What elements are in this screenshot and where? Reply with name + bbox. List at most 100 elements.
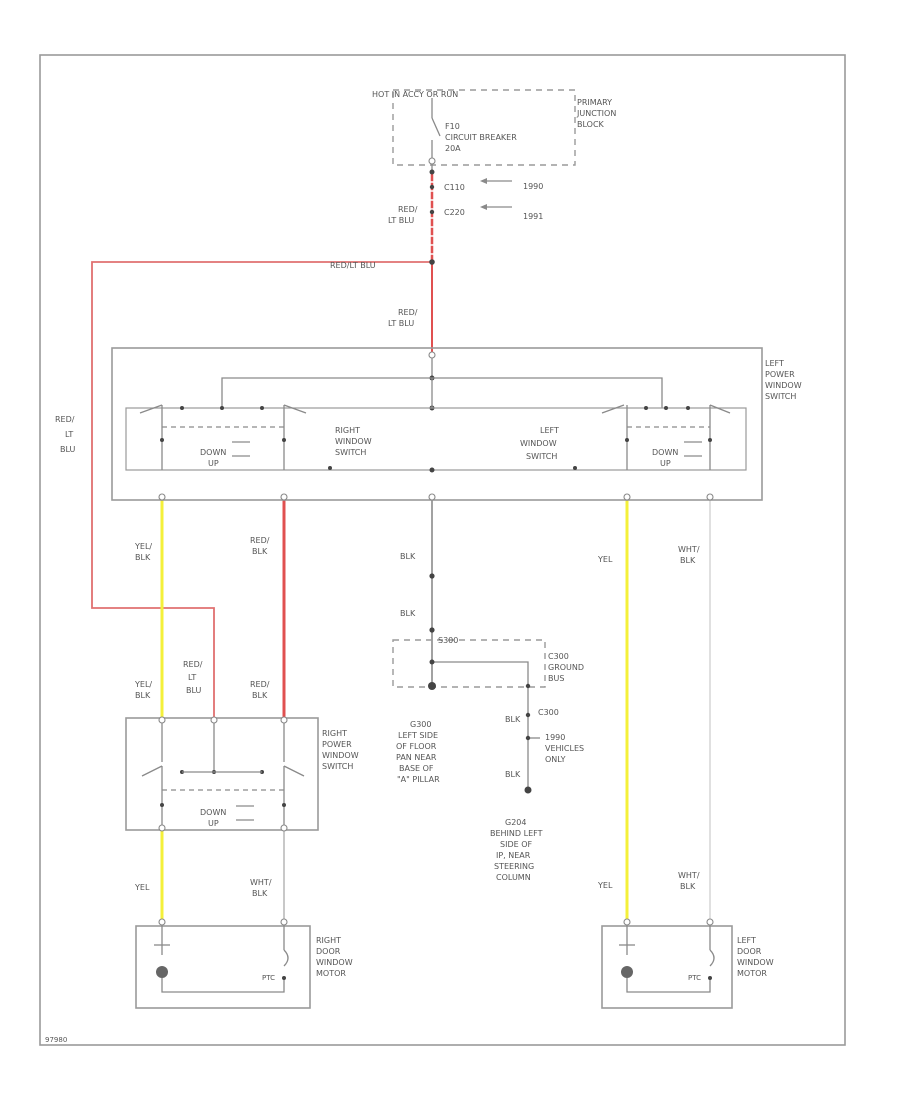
red-blk-lower-1: RED/ — [250, 680, 270, 689]
g300-loc-3: OF FLOOR — [396, 742, 437, 751]
yel-blk-upper-2: BLK — [135, 553, 151, 562]
red-blk-upper-2: BLK — [252, 547, 268, 556]
c110-label: C110 — [444, 183, 465, 192]
wht-blk-right-motor-2: BLK — [252, 889, 268, 898]
red-lt-blu-lower-2: LT — [188, 673, 196, 682]
figure-id: 97980 — [45, 1036, 67, 1044]
rws-down-label: DOWN — [200, 448, 226, 457]
g300-loc-2: LEFT SIDE — [398, 731, 438, 740]
year-1990-label: 1990 — [523, 182, 543, 191]
yel-to-left-motor: YEL — [597, 881, 613, 890]
c220-label: C220 — [444, 208, 465, 217]
right-door-window-motor — [135, 918, 311, 1009]
red-blk-upper-1: RED/ — [250, 536, 270, 545]
wire-ground-branch — [432, 661, 529, 790]
lws-up-label: UP — [660, 459, 671, 468]
wire-color-left-1: RED/ — [55, 415, 75, 424]
rdwm-label-2: DOOR — [316, 947, 341, 956]
wire-red-lt-blu-branch — [91, 261, 433, 719]
breaker-label-3: 20A — [445, 144, 461, 153]
s300-label: S300 — [438, 636, 458, 645]
ground-bus — [392, 639, 546, 794]
year-1991-label: 1991 — [523, 212, 543, 221]
g300-loc-4: PAN NEAR — [396, 753, 437, 762]
rdwm-label-1: RIGHT — [316, 936, 341, 945]
red-blk-lower-2: BLK — [252, 691, 268, 700]
wht-blk-left-motor-2: BLK — [680, 882, 696, 891]
rws-up-label: UP — [208, 459, 219, 468]
g204-loc-2: BEHIND LEFT — [490, 829, 543, 838]
rpws-label-4: SWITCH — [322, 762, 353, 771]
wires — [91, 173, 711, 922]
master-switch-outline — [111, 347, 763, 501]
ground-bus-label-2: GROUND — [548, 663, 584, 672]
g300-loc-1: G300 — [410, 720, 431, 729]
ldwm-label-1: LEFT — [737, 936, 756, 945]
wht-blk-upper-2: BLK — [680, 556, 696, 565]
lpws-label-4: SWITCH — [765, 392, 796, 401]
vehicles-1990-3: ONLY — [545, 755, 566, 764]
wire-color-mid-1: RED/ — [398, 308, 418, 317]
g300-loc-6: "A" PILLAR — [397, 775, 440, 784]
rdwm-label-3: WINDOW — [316, 958, 353, 967]
right-power-window-switch — [125, 716, 319, 832]
year-arrow-1991 — [480, 204, 512, 210]
lws-label-1: LEFT — [540, 426, 559, 435]
right-motor-ptc: PTC — [262, 974, 275, 982]
wht-blk-upper-1: WHT/ — [678, 545, 700, 554]
primary-junction-block — [392, 89, 576, 175]
window-switch-inner — [125, 407, 747, 471]
lws-label-2: WINDOW — [520, 439, 557, 448]
rws-label-2: WINDOW — [335, 437, 372, 446]
lpws-label-1: LEFT — [765, 359, 784, 368]
g204-loc-5: STEERING — [494, 862, 534, 871]
breaker-label-1: F10 — [445, 122, 460, 131]
ldwm-label-3: WINDOW — [737, 958, 774, 967]
pjb-label-2: JUNCTION — [576, 109, 616, 118]
right-motor-outline — [135, 925, 311, 1009]
wire-color-left-2: LT — [65, 430, 73, 439]
wire-color-horizontal: RED/LT BLU — [330, 261, 376, 270]
rpws-label-3: WINDOW — [322, 751, 359, 760]
right-motor-symbol — [156, 966, 168, 978]
blk-label-2: BLK — [400, 609, 416, 618]
rws-label-3: SWITCH — [335, 448, 366, 457]
yel-right-upper: YEL — [597, 555, 613, 564]
right-switch-outline — [125, 717, 319, 831]
yel-blk-lower-2: BLK — [135, 691, 151, 700]
yel-to-right-motor: YEL — [134, 883, 150, 892]
red-lt-blu-lower-3: BLU — [186, 686, 202, 695]
left-door-window-motor — [601, 918, 733, 1009]
red-lt-blu-lower-1: RED/ — [183, 660, 203, 669]
hot-bus-label: HOT IN ACCY OR RUN — [372, 90, 458, 99]
rpws-up-label: UP — [208, 819, 219, 828]
g300-loc-5: BASE OF — [399, 764, 434, 773]
yel-blk-upper-1: YEL/ — [134, 542, 152, 551]
left-motor-ptc: PTC — [688, 974, 701, 982]
c300-label: C300 — [538, 708, 559, 717]
blk-ground-2: BLK — [505, 770, 521, 779]
rpws-label-2: POWER — [322, 740, 352, 749]
wire-color-top-1: RED/ — [398, 205, 418, 214]
g204-loc-6: COLUMN — [496, 873, 531, 882]
lws-down-label: DOWN — [652, 448, 678, 457]
g204-loc-1: G204 — [505, 818, 526, 827]
wht-blk-left-motor-1: WHT/ — [678, 871, 700, 880]
rdwm-label-4: MOTOR — [316, 969, 346, 978]
breaker-label-2: CIRCUIT BREAKER — [445, 133, 517, 142]
left-motor-outline — [601, 925, 733, 1009]
ground-bus-label-3: BUS — [548, 674, 564, 683]
ground-bus-label-1: C300 — [548, 652, 569, 661]
vehicles-1990-2: VEHICLES — [545, 744, 584, 753]
year-arrow-1990 — [480, 178, 512, 184]
rpws-label-1: RIGHT — [322, 729, 347, 738]
pjb-label-1: PRIMARY — [577, 98, 612, 107]
ldwm-label-2: DOOR — [737, 947, 762, 956]
rws-label-1: RIGHT — [335, 426, 360, 435]
wire-color-top-2: LT BLU — [388, 216, 414, 225]
wire-color-left-3: BLU — [60, 445, 76, 454]
g204-loc-4: IP, NEAR — [496, 851, 531, 860]
diagram-frame — [39, 54, 846, 1046]
yel-blk-lower-1: YEL/ — [134, 680, 152, 689]
